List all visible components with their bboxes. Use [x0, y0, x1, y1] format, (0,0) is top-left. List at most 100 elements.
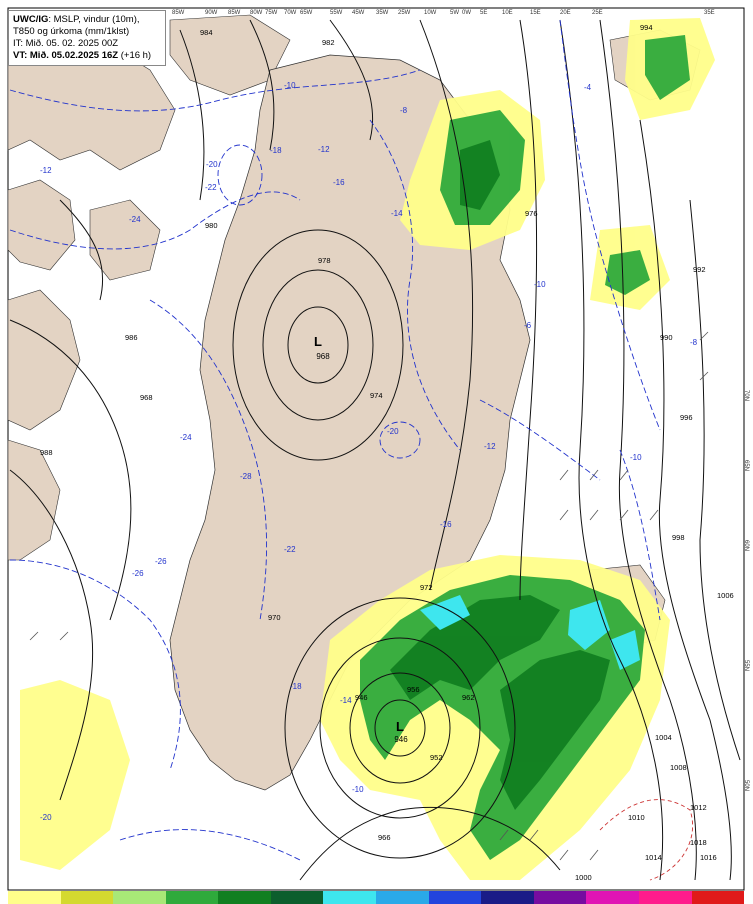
t850-label: -10: [534, 280, 546, 289]
isobar-label: 946: [355, 693, 368, 702]
t850-label: -18: [290, 682, 302, 691]
low-pressure-2: 946: [394, 735, 408, 744]
isobar-label: 1012: [690, 803, 707, 812]
warm-isotherm: [599, 799, 694, 881]
t850-label: -26: [132, 569, 144, 578]
t850-label: -20: [40, 813, 52, 822]
lon-label: 80W: [250, 10, 263, 16]
init-time: IT: Mið. 05. 02. 2025 00Z: [13, 38, 119, 49]
t850-label: -20: [206, 160, 218, 169]
lon-label: 85W: [172, 10, 185, 16]
description-line-2: T850 og úrkoma (mm/1klst): [13, 26, 130, 37]
model-name: UWC/IG: [13, 14, 49, 25]
isobar-label: 966: [378, 833, 391, 842]
t850-label: -10: [284, 81, 296, 90]
isobar-label: 994: [640, 23, 653, 32]
isobar-value-labels: 984 982 980 978 976 974 972 970 968 966 …: [40, 23, 734, 882]
lon-label: 10W: [424, 10, 437, 16]
valid-time-line: VT: Mið. 05.02.2025 16Z (+16 h): [13, 50, 161, 62]
lon-label: 25E: [592, 10, 603, 16]
precip-scale-swatch: [113, 891, 166, 904]
lon-label: 5W: [450, 10, 459, 16]
t850-label: -6: [524, 321, 532, 330]
low-symbol-1: L: [314, 334, 322, 349]
isobar-label: 1000: [575, 873, 592, 882]
title-line: UWC/IG: MSLP, vindur (10m),: [13, 14, 161, 26]
isobar-label: 1004: [655, 733, 672, 742]
precip-very-heavy: [420, 595, 640, 670]
t850-label: -24: [180, 433, 192, 442]
t850-label: -14: [340, 696, 352, 705]
isobar-label: 986: [125, 333, 138, 342]
precip-scale-swatch: [8, 891, 61, 904]
isobars: [9, 19, 741, 881]
isobar-label: 990: [660, 333, 673, 342]
lat-label: 60N: [743, 540, 749, 551]
lon-label: 35W: [376, 10, 389, 16]
low-pressure-1: 968: [316, 352, 330, 361]
precip-scale-swatch: [481, 891, 534, 904]
isobar-label: 974: [370, 391, 383, 400]
precip-color-scale: [8, 891, 745, 904]
description-line-1: : MSLP, vindur (10m),: [48, 14, 140, 25]
longitude-labels: 85W 90W 85W 80W 75W 70W 65W 55W 45W 35W …: [172, 10, 715, 16]
isobar-label: 984: [200, 28, 213, 37]
isobar-label: 980: [205, 221, 218, 230]
lon-label: 20E: [560, 10, 571, 16]
lon-label: 35E: [704, 10, 715, 16]
precip-scale-swatch: [691, 891, 745, 904]
precip-heavy: [390, 140, 610, 810]
t850-label: -10: [630, 453, 642, 462]
lon-label: 25W: [398, 10, 411, 16]
t850-label: -12: [40, 166, 52, 175]
valid-time: VT: Mið. 05.02.2025 16Z: [13, 50, 119, 61]
isobar-label: 956: [407, 685, 420, 694]
lon-label: 65W: [300, 10, 313, 16]
isobar-label: 982: [322, 38, 335, 47]
isobar-label: 1016: [700, 853, 717, 862]
t850-isotherms: [9, 19, 661, 861]
forecast-offset: (+16 h): [120, 50, 152, 61]
isobar-label: 1006: [717, 591, 734, 600]
isobar-label: 1014: [645, 853, 662, 862]
canadian-arctic-land: [7, 14, 291, 561]
lon-label: 15E: [530, 10, 541, 16]
isobar-label: 998: [672, 533, 685, 542]
t850-label: -8: [400, 106, 408, 115]
info-box: UWC/IG: MSLP, vindur (10m), T850 og úrko…: [8, 10, 166, 66]
isobar-label: 992: [693, 265, 706, 274]
isobar-label: 970: [268, 613, 281, 622]
t850-label: -26: [155, 557, 167, 566]
lon-label: 90W: [205, 10, 218, 16]
lon-label: 55W: [330, 10, 343, 16]
t850-label: -18: [270, 146, 282, 155]
precip-scale-swatch: [60, 891, 114, 904]
t850-label: -12: [318, 145, 330, 154]
isobar-label: 972: [420, 583, 433, 592]
precip-scale-swatch: [270, 891, 324, 904]
lon-label: 85W: [228, 10, 241, 16]
precip-scale-swatch: [533, 891, 587, 904]
isobar-label: 988: [40, 448, 53, 457]
isobar-label: 952: [430, 753, 443, 762]
lat-label: 55N: [743, 660, 749, 671]
latitude-labels: 70N 65N 60N 55N 50N: [743, 390, 749, 791]
precip-scale-swatch: [323, 891, 377, 904]
precip-scale-swatch: [218, 891, 271, 904]
t850-label: -22: [284, 545, 296, 554]
t850-label: -8: [690, 338, 698, 347]
isobar-label: 976: [525, 209, 538, 218]
isobar-label: 978: [318, 256, 331, 265]
t850-label: -16: [440, 520, 452, 529]
lat-label: 70N: [743, 390, 749, 401]
precip-scale-swatch: [428, 891, 482, 904]
low-symbol-2: L: [396, 719, 404, 734]
lon-label: 10E: [502, 10, 513, 16]
lat-label: 65N: [743, 460, 749, 471]
t850-label: -20: [387, 427, 399, 436]
lon-label: 0W: [462, 10, 471, 16]
lat-label: 50N: [743, 780, 749, 791]
isobar-label: 1018: [690, 838, 707, 847]
lon-label: 5E: [480, 10, 487, 16]
isobar-label: 968: [140, 393, 153, 402]
